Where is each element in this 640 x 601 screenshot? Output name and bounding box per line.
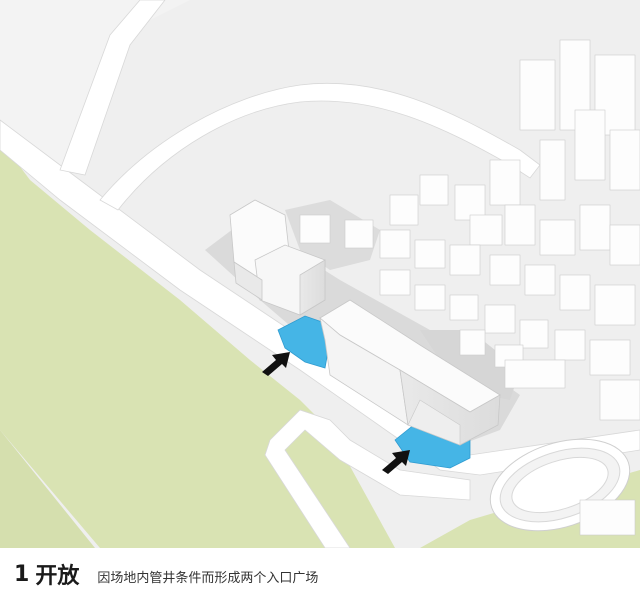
caption: 1 开放 因场地内管井条件而形成两个入口广场 xyxy=(14,556,318,592)
upper-left-block xyxy=(0,0,190,170)
lower-road xyxy=(264,409,471,548)
site-axonometric-diagram xyxy=(0,0,640,548)
entrance-arrow-south xyxy=(382,450,410,474)
arrow-icon xyxy=(262,352,290,376)
building-south xyxy=(319,299,501,446)
green-park xyxy=(0,140,395,548)
residential-cluster xyxy=(299,39,640,536)
building-shadow-south xyxy=(420,330,520,400)
diagram-canvas xyxy=(0,0,640,548)
arrow-icon xyxy=(382,450,410,474)
building-north xyxy=(229,199,326,316)
entrance-arrow-north xyxy=(262,352,290,376)
upper-road xyxy=(59,0,166,176)
green-lower-left xyxy=(0,430,95,548)
caption-number: 1 xyxy=(14,561,30,587)
caption-description: 因场地内管井条件而形成两个入口广场 xyxy=(97,570,319,586)
caption-title: 开放 xyxy=(35,564,80,589)
loop-road xyxy=(99,82,541,211)
